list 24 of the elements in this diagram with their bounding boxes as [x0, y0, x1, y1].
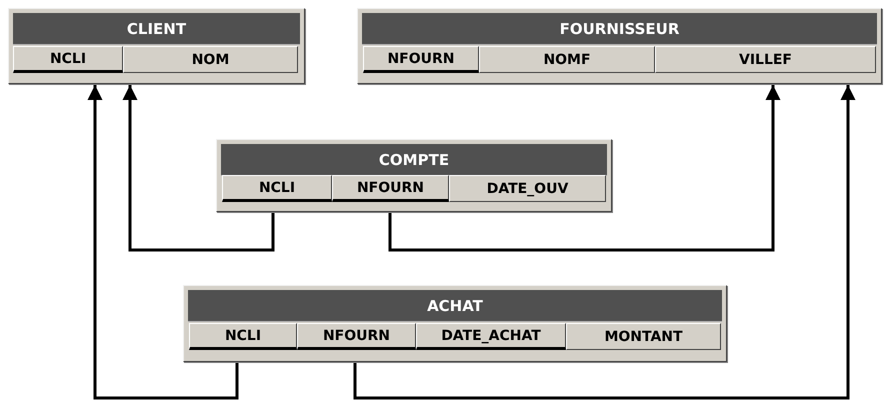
field: NOM	[123, 46, 298, 73]
field: VILLEF	[655, 46, 876, 73]
table-frame	[183, 285, 727, 362]
key-field: NFOURN	[297, 323, 416, 350]
table-frame	[8, 8, 305, 84]
table-title: COMPTE	[221, 144, 607, 176]
key-field: NFOURN	[332, 175, 449, 202]
arrow	[122, 85, 274, 252]
table-title: CLIENT	[13, 13, 300, 45]
key-field: DATE_ACHAT	[416, 323, 566, 350]
key-field: NFOURN	[363, 46, 479, 73]
key-field: NCLI	[189, 323, 297, 350]
arrow	[88, 85, 238, 400]
table-frame	[357, 8, 882, 84]
field: MONTANT	[566, 323, 721, 350]
field: NOMF	[479, 46, 655, 73]
table-frame	[216, 139, 612, 212]
arrow	[354, 85, 856, 400]
key-field: NCLI	[13, 46, 123, 73]
key-field: NCLI	[222, 175, 332, 202]
table-title: ACHAT	[188, 290, 722, 322]
field: DATE_OUV	[449, 175, 606, 202]
table-title: FOURNISSEUR	[362, 13, 877, 45]
arrow	[388, 85, 780, 252]
